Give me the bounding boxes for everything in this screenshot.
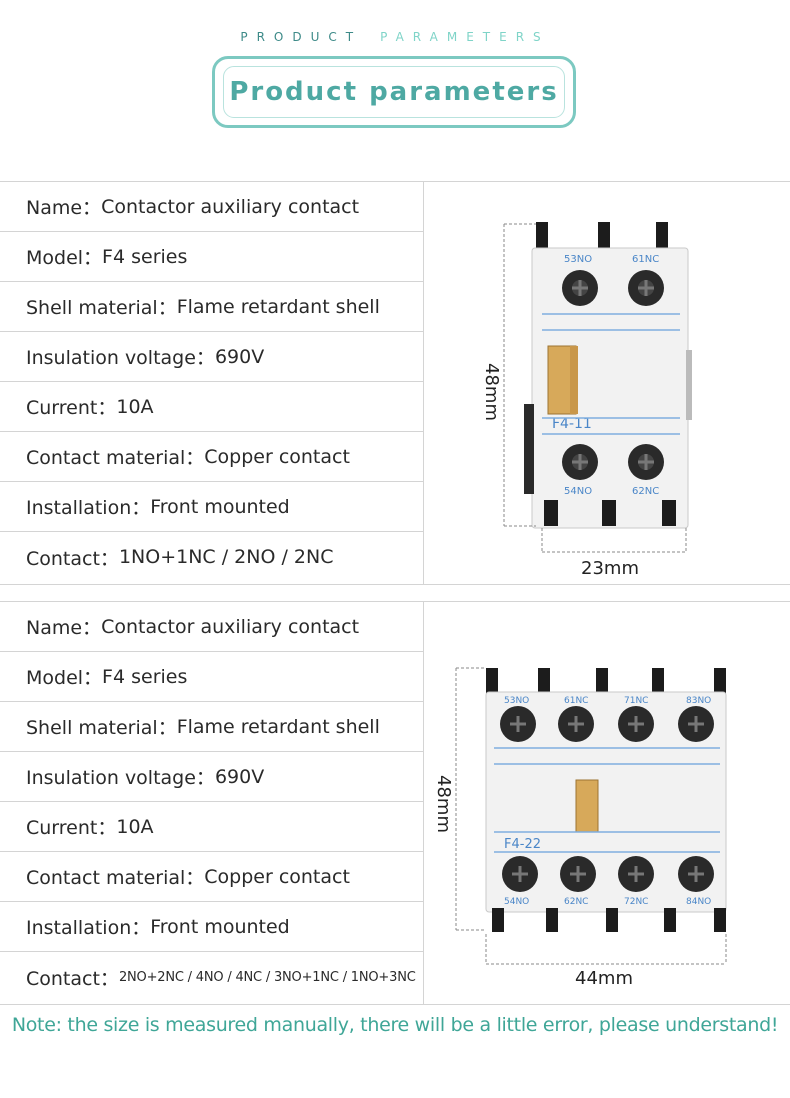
terminal-label: 62NC [564, 897, 588, 907]
spec-value: 2NO+2NC / 4NO / 4NC / 3NO+1NC / 1NO+3NC [118, 969, 416, 985]
spec-key: Contact material： [26, 447, 205, 469]
terminal-label: 84NO [686, 897, 711, 907]
spec-key: Insulation voltage： [26, 347, 215, 369]
terminal-label: 53NO [564, 254, 592, 265]
spec-key: Model： [26, 667, 103, 689]
spec-key: Installation： [26, 917, 151, 939]
spec-row-contact-material: Contact material：Copper contact [0, 852, 423, 902]
spec-row-shell-material: Shell material：Flame retardant shell [0, 702, 423, 752]
terminal-label: 61NC [564, 696, 588, 706]
spec-row-contact: Contact：2NO+2NC / 4NO / 4NC / 3NO+1NC / … [0, 952, 423, 1002]
f4-11-contact-block-illustration: 53NO 61NC F4-11 54NO [481, 222, 692, 579]
terminal-label: 72NC [624, 897, 648, 907]
width-dimension: 44mm [575, 968, 633, 989]
spec-row-installation: Installation：Front mounted [0, 482, 423, 532]
spec-value: Contactor auxiliary contact [101, 615, 360, 638]
spec-key: Current： [26, 397, 117, 419]
terminal-label: 54NO [564, 486, 592, 497]
spec-block-f4-22: Name：Contactor auxiliary contact Model：F… [0, 601, 790, 1005]
subtitle-word-product: PRODUCT [240, 30, 363, 44]
width-dimension: 23mm [581, 558, 639, 579]
spec-key: Contact material： [26, 867, 205, 889]
spec-key: Current： [26, 817, 117, 839]
spec-row-name: Name：Contactor auxiliary contact [0, 182, 423, 232]
spec-key: Contact： [26, 967, 119, 990]
spec-row-insulation-voltage: Insulation voltage：690V [0, 752, 423, 802]
spec-row-model: Model：F4 series [0, 652, 423, 702]
spec-row-insulation-voltage: Insulation voltage：690V [0, 332, 423, 382]
spec-key: Installation： [26, 497, 151, 519]
spec-table: Name：Contactor auxiliary contact Model：F… [0, 182, 424, 584]
spec-row-model: Model：F4 series [0, 232, 423, 282]
spec-key: Insulation voltage： [26, 767, 215, 789]
spec-row-contact: Contact：1NO+1NC / 2NO / 2NC [0, 532, 423, 582]
f4-22-contact-block-illustration: 53NO 61NC 71NC 83NO F4-22 [433, 667, 727, 989]
spec-value: 1NO+1NC / 2NO / 2NC [118, 546, 334, 568]
height-dimension: 48mm [433, 775, 454, 833]
spec-value: Front mounted [150, 495, 290, 518]
product-image-f4-11: 53NO 61NC F4-11 54NO [424, 182, 790, 584]
subtitle-word-parameters: PARAMETERS [380, 30, 550, 44]
spec-value: 10A [116, 815, 154, 838]
spec-key: Model： [26, 247, 103, 269]
terminal-label: 62NC [632, 486, 659, 497]
spec-key: Shell material： [26, 297, 177, 319]
page-title: Product parameters [229, 77, 559, 107]
spec-key: Contact： [26, 547, 119, 570]
spec-value: Copper contact [204, 445, 350, 468]
spec-value: Copper contact [204, 865, 350, 888]
spec-value: Flame retardant shell [176, 715, 380, 738]
spec-value: Front mounted [150, 915, 290, 938]
spec-row-current: Current：10A [0, 382, 423, 432]
terminal-label: 83NO [686, 696, 711, 706]
title-badge-inner-frame [223, 66, 565, 118]
terminal-label: 71NC [624, 696, 648, 706]
spec-row-name: Name：Contactor auxiliary contact [0, 602, 423, 652]
spec-row-current: Current：10A [0, 802, 423, 852]
terminal-label: 54NO [504, 897, 529, 907]
spec-value: 10A [116, 395, 154, 418]
measurement-note: Note: the size is measured manually, the… [11, 1014, 779, 1036]
spec-block-f4-11: Name：Contactor auxiliary contact Model：F… [0, 181, 790, 585]
product-image-f4-22: 53NO 61NC 71NC 83NO F4-22 [424, 602, 790, 1004]
spec-value: F4 series [102, 245, 188, 268]
section-subtitle: PRODUCT PARAMETERS [0, 30, 790, 44]
spec-row-installation: Installation：Front mounted [0, 902, 423, 952]
spec-row-contact-material: Contact material：Copper contact [0, 432, 423, 482]
spec-value: 690V [214, 345, 265, 368]
spec-key: Name： [26, 197, 102, 219]
spec-value: F4 series [102, 665, 188, 688]
spec-table: Name：Contactor auxiliary contact Model：F… [0, 602, 424, 1004]
spec-value: Flame retardant shell [176, 295, 380, 318]
spec-value: Contactor auxiliary contact [101, 195, 360, 218]
spec-row-shell-material: Shell material：Flame retardant shell [0, 282, 423, 332]
height-dimension: 48mm [481, 363, 502, 421]
model-label: F4-22 [504, 837, 541, 852]
model-label: F4-11 [552, 416, 592, 432]
spec-key: Shell material： [26, 717, 177, 739]
spec-key: Name： [26, 617, 102, 639]
terminal-label: 53NO [504, 696, 529, 706]
title-badge: Product parameters [212, 56, 576, 128]
terminal-label: 61NC [632, 254, 659, 265]
spec-value: 690V [214, 765, 265, 788]
